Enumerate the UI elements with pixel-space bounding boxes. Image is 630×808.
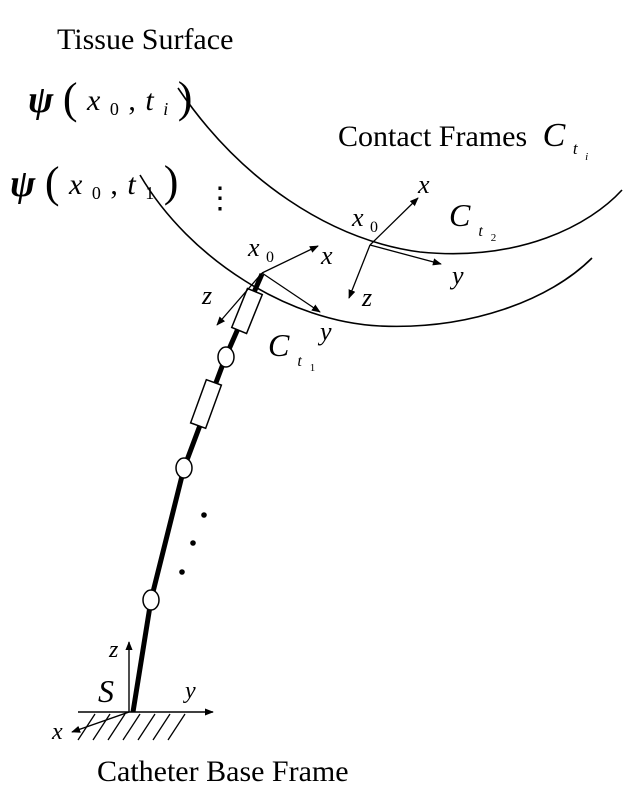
ct2-origin-x: x [351, 203, 364, 232]
contact-frames-text: Contact Frames [338, 120, 527, 153]
base-frame-symbol: S [98, 673, 114, 709]
ct2-c: C [449, 197, 471, 233]
ct1-z-label: z [201, 281, 212, 310]
ct2-x-axis [369, 197, 419, 246]
catheter-dot-3 [179, 569, 185, 575]
base-ground-hatching [77, 713, 186, 741]
psi-t1-t: t [127, 168, 136, 201]
psi-ti-x: x [86, 84, 101, 117]
base-x-axis [71, 711, 130, 733]
base-z-label: z [108, 637, 119, 663]
ct1-x-axis [261, 245, 319, 274]
ct1-z-axis [216, 272, 263, 326]
catheter-joint-2 [175, 457, 193, 479]
catheter-dot-1 [201, 512, 207, 518]
ct2-y-axis [369, 244, 442, 266]
ct1-x-label: x [320, 241, 333, 270]
psi-ti-lparen: ( [63, 74, 78, 123]
ct1-c: C [268, 327, 290, 363]
ct1-y-label: y [317, 317, 332, 346]
ct2-t: t [478, 223, 483, 240]
tissue-surface-label: Tissue Surface [57, 23, 233, 56]
ct2-origin-label: x 0 [351, 203, 378, 236]
ct2-y-label: y [449, 261, 464, 290]
psi-t1-x: x [68, 168, 83, 201]
tissue-surface-curve-ti [177, 87, 623, 255]
base-y-label: y [183, 678, 196, 704]
psi-ti-xsub: 0 [110, 99, 119, 119]
tissue-surface-curve-t1 [139, 174, 593, 328]
psi-ti-t: t [145, 84, 154, 117]
psi-t1-label: ψ ( x 0 , t 1 ) [10, 157, 178, 208]
catheter-joint-3 [142, 589, 160, 611]
psi-t1-tsub: 1 [145, 183, 154, 203]
base-x-label: x [51, 719, 63, 745]
psi-t1-rparen: ) [164, 157, 179, 206]
psi-t1-lparen: ( [45, 158, 60, 207]
catheter-body-lower [130, 599, 154, 713]
contact-frames-label: Contact Frames C t i [338, 117, 588, 163]
psi-ti-psi: ψ [28, 79, 54, 121]
ct2-z-axis [348, 244, 371, 299]
psi-ti-rparen: ) [178, 73, 193, 122]
contact-frames-t: t [573, 139, 579, 158]
ct1-origin-x: x [247, 233, 260, 262]
ct1-origin-label: x 0 [247, 233, 274, 266]
contact-frames-c: C [543, 117, 566, 154]
psi-t1-xsub: 0 [92, 183, 101, 203]
ct1-sub: 1 [310, 362, 316, 374]
catheter-link-1 [230, 287, 264, 335]
psi-ti-tsub: i [163, 99, 168, 119]
ct2-x-label: x [417, 170, 430, 199]
psi-ti-comma: , [128, 84, 136, 117]
ct1-y-axis [261, 272, 321, 313]
ct2-frame-label: C t 2 [449, 197, 496, 244]
catheter-dot-2 [190, 540, 196, 546]
catheter-link-2 [189, 378, 223, 430]
catheter-base-frame-label: Catheter Base Frame [97, 755, 349, 788]
psi-t1-psi: ψ [10, 163, 36, 205]
ct1-t: t [297, 353, 302, 370]
ct2-origin-sub: 0 [370, 219, 378, 236]
ct2-sub: 2 [491, 232, 497, 244]
ct1-frame-label: C t 1 [268, 327, 315, 374]
psi-t1-comma: , [110, 168, 118, 201]
catheter-joint-1 [217, 346, 235, 368]
catheter-body-mid2 [148, 467, 187, 601]
psi-ti-label: ψ ( x 0 , t i ) [28, 73, 192, 124]
contact-frames-sub: i [585, 151, 588, 163]
surface-ellipsis: ⋮ [205, 182, 235, 215]
ct2-z-label: z [361, 283, 372, 312]
ct1-origin-sub: 0 [266, 249, 274, 266]
